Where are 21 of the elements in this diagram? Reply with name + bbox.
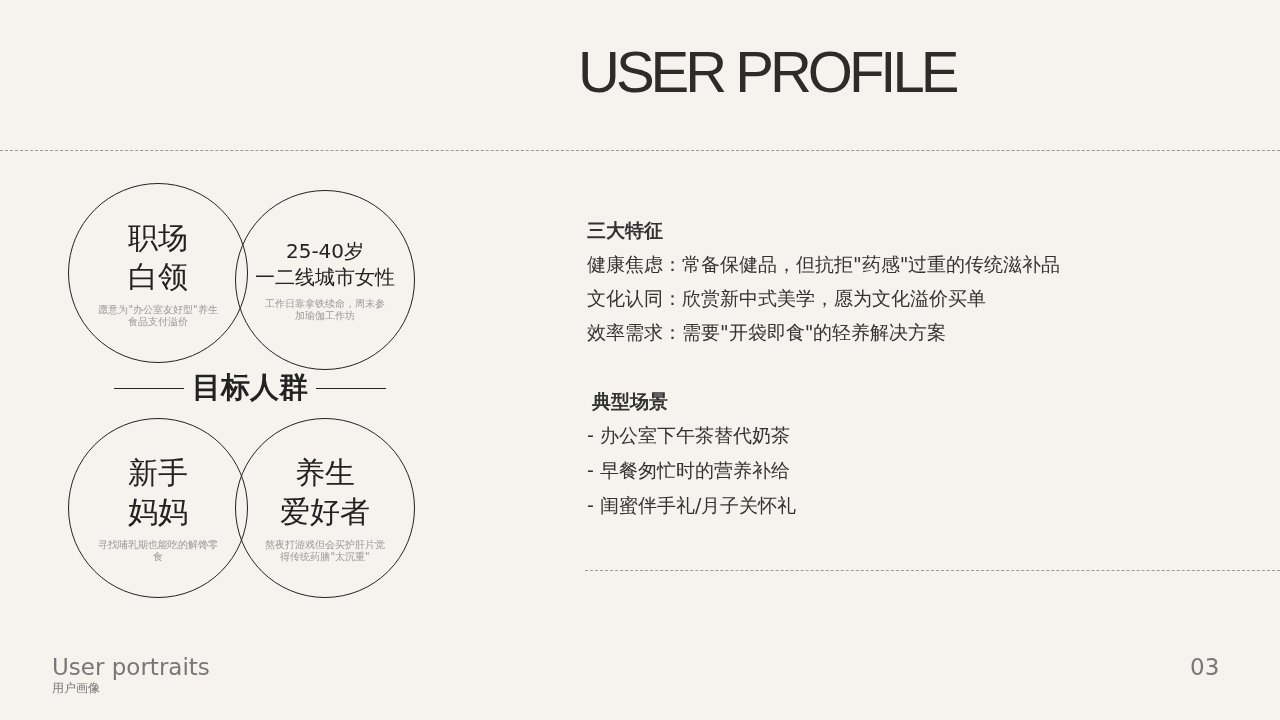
persona-heading: 职场白领 — [127, 219, 189, 296]
persona-heading: 新手妈妈 — [127, 454, 189, 531]
persona-heading: 25-40岁一二线城市女性 — [254, 238, 396, 290]
list-item: 健康焦虑：常备保健品，但抗拒"药感"过重的传统滋补品 — [587, 252, 1061, 277]
page-number: 03 — [1190, 654, 1220, 680]
section-heading: 典型场景 — [592, 389, 668, 414]
persona-note: 寻找哺乳期也能吃的解馋零食 — [98, 539, 218, 563]
list-item: - 办公室下午茶替代奶茶 — [587, 423, 790, 448]
persona-note: 愿意为"办公室友好型"养生食品支付溢价 — [98, 304, 218, 328]
group-heading: 目标人群 — [192, 369, 308, 406]
persona-note: 熬夜打游戏但会买护肝片觉得传统药膳"太沉重" — [265, 539, 385, 563]
page-title: USER PROFILE — [578, 38, 956, 105]
list-item: - 早餐匆忙时的营养补给 — [587, 458, 790, 483]
persona-heading: 养生爱好者 — [279, 454, 371, 531]
list-item: - 闺蜜伴手礼/月子关怀礼 — [587, 493, 797, 518]
section-heading: 三大特征 — [587, 218, 663, 243]
persona-note: 工作日靠拿铁续命，周末参加瑜伽工作坊 — [265, 298, 385, 322]
footer-title: User portraits — [52, 654, 210, 680]
list-item: 文化认同：欣赏新中式美学，愿为文化溢价买单 — [587, 286, 986, 311]
list-item: 效率需求：需要"开袋即食"的轻养解决方案 — [587, 320, 947, 345]
footer-subtitle: 用户画像 — [52, 680, 100, 697]
